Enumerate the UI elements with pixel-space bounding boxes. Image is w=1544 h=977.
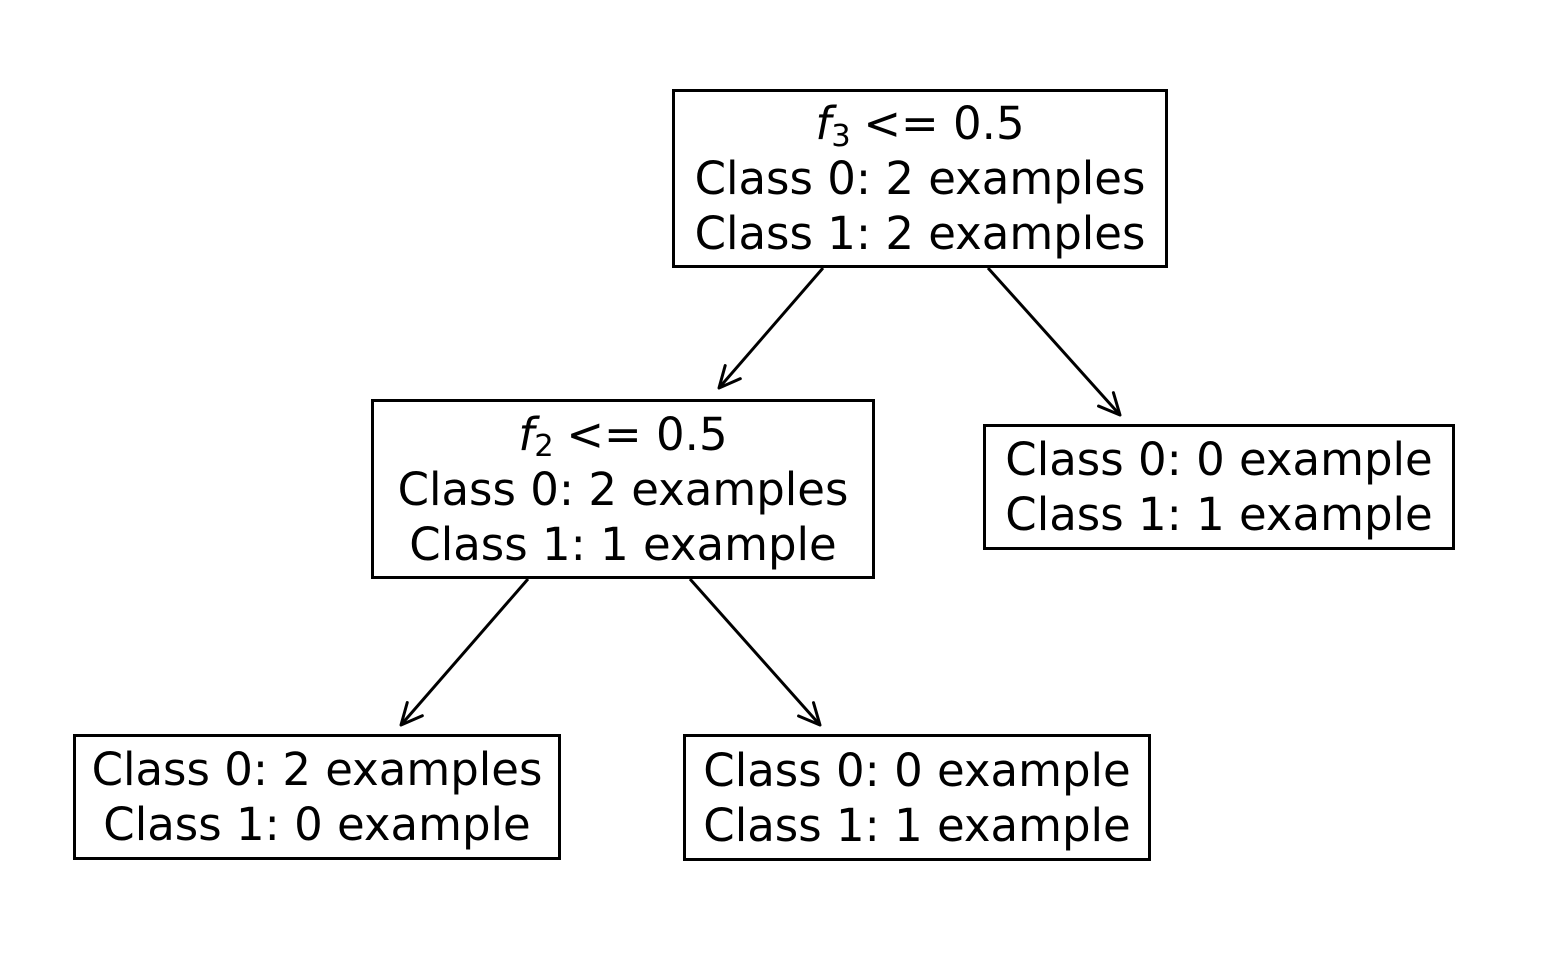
edge-root-to-leaf-right <box>986 266 1122 417</box>
tree-node-root: f3 <= 0.5 Class 0: 2 examples Class 1: 2 … <box>672 89 1168 268</box>
condition-variable: f <box>518 407 535 461</box>
node-class0-count: Class 0: 2 examples <box>397 462 849 516</box>
tree-node-split2: f2 <= 0.5 Class 0: 2 examples Class 1: 1 … <box>371 399 875 579</box>
node-class0-count: Class 0: 2 examples <box>694 152 1146 205</box>
condition-subscript: 2 <box>534 429 554 465</box>
tree-node-leaf-right: Class 0: 0 example Class 1: 1 example <box>983 424 1455 550</box>
node-condition: f3 <= 0.5 <box>815 96 1025 154</box>
condition-comparison: <= 0.5 <box>863 97 1025 150</box>
node-class1-count: Class 1: 1 example <box>703 798 1131 852</box>
edge-split2-to-leaf-middle <box>688 578 822 727</box>
node-condition: f2 <= 0.5 <box>518 407 728 465</box>
tree-node-leaf-left: Class 0: 2 examples Class 1: 0 example <box>73 734 561 860</box>
edge-split2-to-leaf-left <box>399 578 530 727</box>
node-class0-count: Class 0: 0 example <box>703 743 1131 797</box>
node-class1-count: Class 1: 1 example <box>409 517 837 571</box>
condition-subscript: 3 <box>831 118 851 154</box>
node-class1-count: Class 1: 0 example <box>103 798 531 851</box>
node-class1-count: Class 1: 2 examples <box>694 207 1146 260</box>
edge-root-to-split2 <box>717 267 825 390</box>
node-class0-count: Class 0: 2 examples <box>91 743 543 796</box>
tree-node-leaf-middle: Class 0: 0 example Class 1: 1 example <box>683 734 1151 861</box>
condition-variable: f <box>815 97 832 150</box>
node-class0-count: Class 0: 0 example <box>1005 433 1433 486</box>
node-class1-count: Class 1: 1 example <box>1005 488 1433 541</box>
condition-comparison: <= 0.5 <box>566 407 728 461</box>
